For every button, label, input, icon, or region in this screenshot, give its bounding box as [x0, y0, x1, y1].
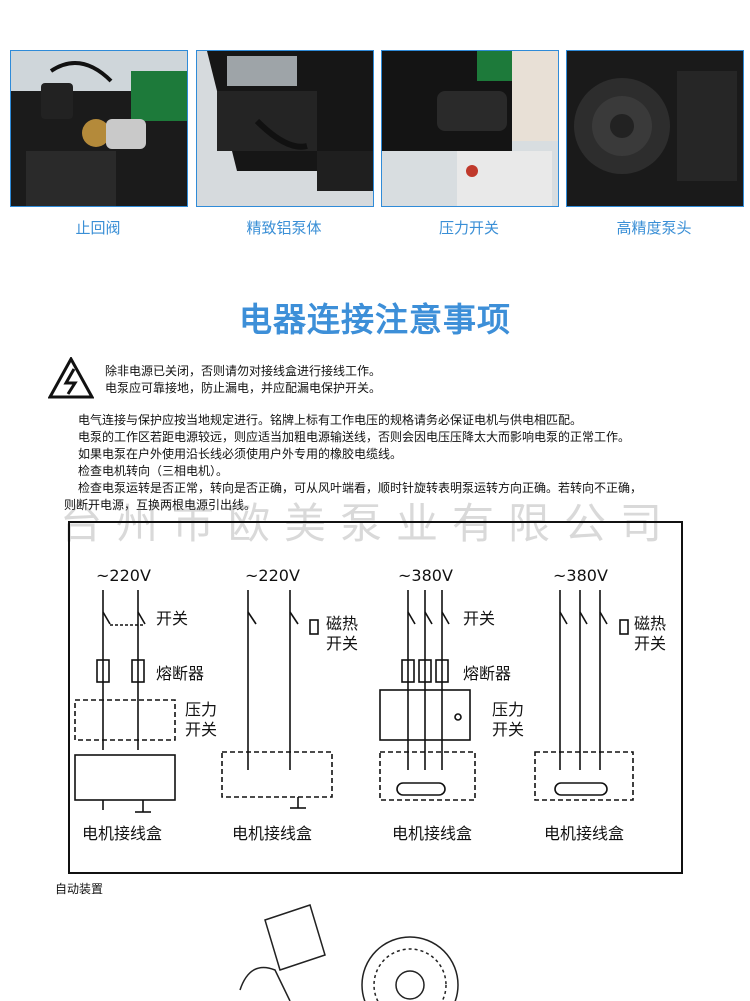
- feature-caption: 高精度泵头: [616, 219, 692, 237]
- instruction-line: 如果电泵在户外使用沿长线必须使用户外专用的橡胶电缆线。: [78, 447, 403, 461]
- warning-line: 除非电源已关闭，否则请勿对接线盒进行接线工作。: [105, 364, 382, 378]
- precision-pump-head-photo: [566, 50, 744, 207]
- high-voltage-warning-icon: [48, 357, 94, 399]
- auto-device-label: 自动装置: [55, 882, 104, 896]
- switch-label: 开关: [463, 609, 496, 628]
- thermal-switch-label: 开关: [326, 634, 359, 653]
- wiring-diagram-box: [68, 521, 683, 874]
- feature-caption: 压力开关: [438, 219, 499, 237]
- fuse-label: 熔断器: [156, 664, 205, 683]
- feature-photos: 止回阀 精致铝泵体 压力开关 高精度泵头: [0, 0, 750, 240]
- thermal-switch-label: 开关: [634, 634, 667, 653]
- instruction-line: 检查电机转向（三相电机）。: [78, 464, 229, 478]
- junction-box-label: 电机接线盒: [544, 824, 625, 843]
- thermal-switch-label: 磁热: [326, 614, 359, 633]
- company-watermark: 台州市欧美泵业有限公司: [60, 499, 677, 548]
- instruction-line: 检查电泵运转是否正常，转向是否正确，可从风叶端看，顺时针旋转表明泵运转方向正确。…: [78, 481, 643, 495]
- junction-box-label: 电机接线盒: [392, 824, 473, 843]
- voltage-label: ~220V: [245, 566, 300, 585]
- thermal-switch-label: 磁热: [634, 614, 667, 633]
- feature-caption: 精致铝泵体: [246, 219, 322, 237]
- pressure-label: 压力: [492, 700, 525, 719]
- pressure-label: 开关: [492, 720, 525, 739]
- switch-label: 开关: [156, 609, 189, 628]
- voltage-label: ~220V: [96, 566, 151, 585]
- instruction-line: 则断开电源，互换两根电源引出线。: [64, 498, 257, 512]
- junction-box-label: 电机接线盒: [82, 824, 163, 843]
- check-valve-photo: [10, 50, 188, 207]
- feature-caption: 止回阀: [75, 219, 121, 237]
- pressure-label: 压力: [185, 700, 218, 719]
- voltage-label: ~380V: [553, 566, 608, 585]
- junction-box-label: 电机接线盒: [232, 824, 313, 843]
- warning-line: 电泵应可靠接地，防止漏电，并应配漏电保护开关。: [105, 381, 382, 395]
- section-title: 电器连接注意事项: [239, 300, 511, 339]
- pressure-switch-photo: [381, 50, 559, 207]
- voltage-label: ~380V: [398, 566, 453, 585]
- fuse-label: 熔断器: [463, 664, 512, 683]
- pressure-label: 开关: [185, 720, 218, 739]
- aluminum-body-photo: [196, 50, 374, 207]
- instruction-line: 电气连接与保护应按当地规定进行。铭牌上标有工作电压的规格请务必保证电机与供电相匹…: [78, 413, 583, 427]
- instruction-line: 电泵的工作区若距电源较远，则应适当加粗电源输送线，否则会因电压压降太大而影响电泵…: [78, 430, 631, 444]
